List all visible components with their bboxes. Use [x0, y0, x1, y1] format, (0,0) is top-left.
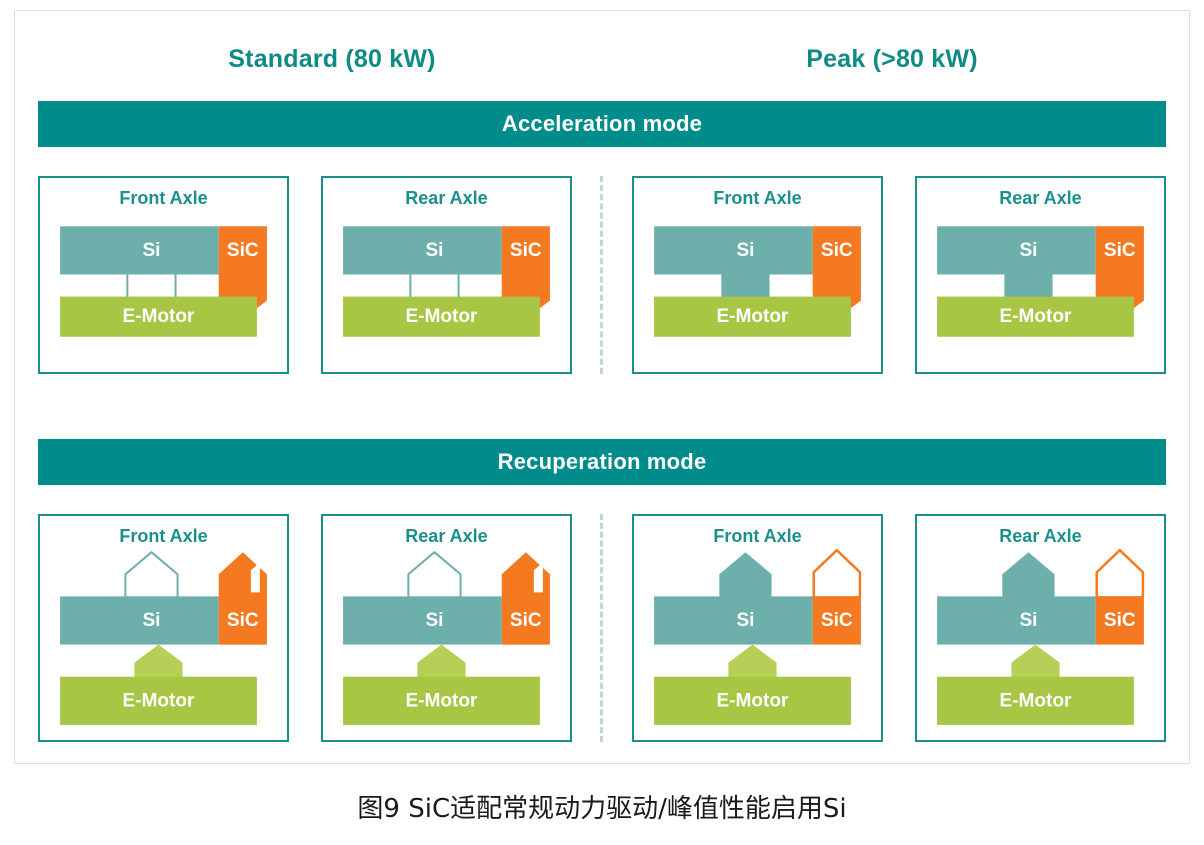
sic-block [1095, 226, 1144, 319]
si-label: Si [142, 610, 160, 631]
column-divider-recuperation [600, 514, 603, 742]
axle-diagram: Si SiC E-Motor [343, 551, 550, 725]
column-header-standard: Standard (80 kW) [228, 45, 436, 73]
si-label: Si [736, 610, 754, 631]
emotor-flow-arrow [728, 644, 777, 678]
si-block [654, 596, 813, 645]
column-header-peak: Peak (>80 kW) [806, 45, 978, 73]
sic-label: SiC [821, 240, 853, 261]
sic-flow-notch [533, 562, 543, 593]
axle-title: Rear Axle [405, 526, 488, 546]
axle-title: Rear Axle [999, 188, 1082, 208]
axle-title: Rear Axle [999, 526, 1082, 546]
sic-block [812, 226, 861, 319]
emotor-label: E-Motor [999, 690, 1072, 711]
sic-block [218, 226, 267, 319]
si-block [60, 226, 219, 275]
emotor-block [60, 676, 257, 725]
sic-flow-arrow [812, 548, 862, 599]
si-label: Si [1019, 240, 1037, 261]
sic-block [812, 596, 861, 645]
si-label: Si [736, 240, 754, 261]
si-label: Si [1019, 610, 1037, 631]
emotor-label: E-Motor [405, 690, 478, 711]
mode-bar-recuperation: Recuperation mode [38, 439, 1166, 485]
si-flow-arrow [407, 551, 462, 599]
emotor-flow-arrow [134, 644, 183, 678]
emotor-block [60, 296, 257, 337]
emotor-label: E-Motor [405, 306, 478, 327]
mode-bar-acceleration: Acceleration mode [38, 101, 1166, 147]
si-label: Si [425, 240, 443, 261]
emotor-block [937, 676, 1134, 725]
emotor-block [937, 296, 1134, 337]
axle-diagram: Si SiC E-Motor [343, 226, 550, 337]
si-block [343, 226, 502, 275]
sic-label: SiC [227, 610, 259, 631]
sic-label: SiC [1104, 610, 1136, 631]
axle-diagram: Si SiC E-Motor [60, 551, 267, 725]
sic-block [1095, 596, 1144, 645]
sic-label: SiC [510, 610, 542, 631]
sic-label: SiC [510, 240, 542, 261]
emotor-block [654, 676, 851, 725]
si-block [60, 596, 219, 645]
axle-diagram: Si SiC E-Motor [937, 548, 1145, 725]
sic-block [501, 226, 550, 319]
sic-flow-arrow [1095, 548, 1145, 599]
emotor-block [343, 296, 540, 337]
axle-title: Rear Axle [405, 188, 488, 208]
axle-diagram: Si SiC E-Motor [937, 226, 1144, 337]
emotor-label: E-Motor [122, 690, 195, 711]
sic-label: SiC [821, 610, 853, 631]
axle-diagram: Si SiC E-Motor [654, 226, 861, 337]
si-block [937, 226, 1096, 275]
emotor-block [343, 676, 540, 725]
emotor-label: E-Motor [999, 306, 1072, 327]
axle-title: Front Axle [713, 188, 802, 208]
figure-caption: 图9 SiC适配常规动力驱动/峰值性能启用Si [357, 794, 847, 824]
column-divider-acceleration [600, 176, 603, 374]
axle-diagram: Si SiC E-Motor [654, 548, 862, 725]
si-label: Si [142, 240, 160, 261]
axle-title: Front Axle [713, 526, 802, 546]
si-block [343, 596, 502, 645]
si-block [937, 596, 1096, 645]
sic-label: SiC [227, 240, 259, 261]
emotor-block [654, 296, 851, 337]
si-flow-arrow [719, 552, 772, 598]
column-headers: Standard (80 kW) Peak (>80 kW) [14, 38, 1190, 86]
axle-title: Front Axle [119, 526, 208, 546]
si-flow-arrow [1002, 552, 1055, 598]
emotor-label: E-Motor [122, 306, 195, 327]
axle-title: Front Axle [119, 188, 208, 208]
si-flow-arrow [124, 551, 179, 599]
si-block [654, 226, 813, 275]
sic-flow-notch [250, 562, 260, 593]
emotor-flow-arrow [417, 644, 466, 678]
sic-label: SiC [1104, 240, 1136, 261]
emotor-flow-arrow [1011, 644, 1060, 678]
axle-diagram: Si SiC E-Motor [60, 226, 267, 337]
emotor-label: E-Motor [716, 306, 789, 327]
si-label: Si [425, 610, 443, 631]
emotor-label: E-Motor [716, 690, 789, 711]
